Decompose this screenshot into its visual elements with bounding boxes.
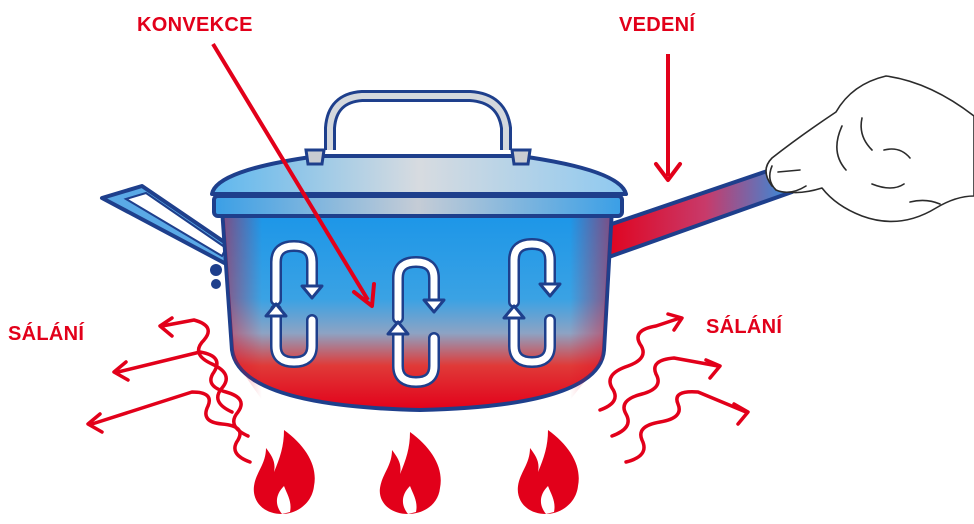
- convection-label: KONVEKCE: [137, 14, 253, 37]
- radiation-arrows-left: [88, 318, 250, 462]
- radiation-label-right: SÁLÁNÍ: [706, 316, 782, 339]
- flame-icon: [380, 432, 441, 514]
- radiation-label-left: SÁLÁNÍ: [8, 323, 84, 346]
- hand-illustration: [766, 76, 974, 221]
- pot-rim: [214, 196, 622, 216]
- conduction-label: VEDENÍ: [619, 14, 695, 37]
- flame-icon: [518, 430, 579, 514]
- flame-icon: [254, 430, 315, 514]
- conduction-pointer-arrow: [656, 54, 680, 180]
- pot-handle: [600, 166, 792, 258]
